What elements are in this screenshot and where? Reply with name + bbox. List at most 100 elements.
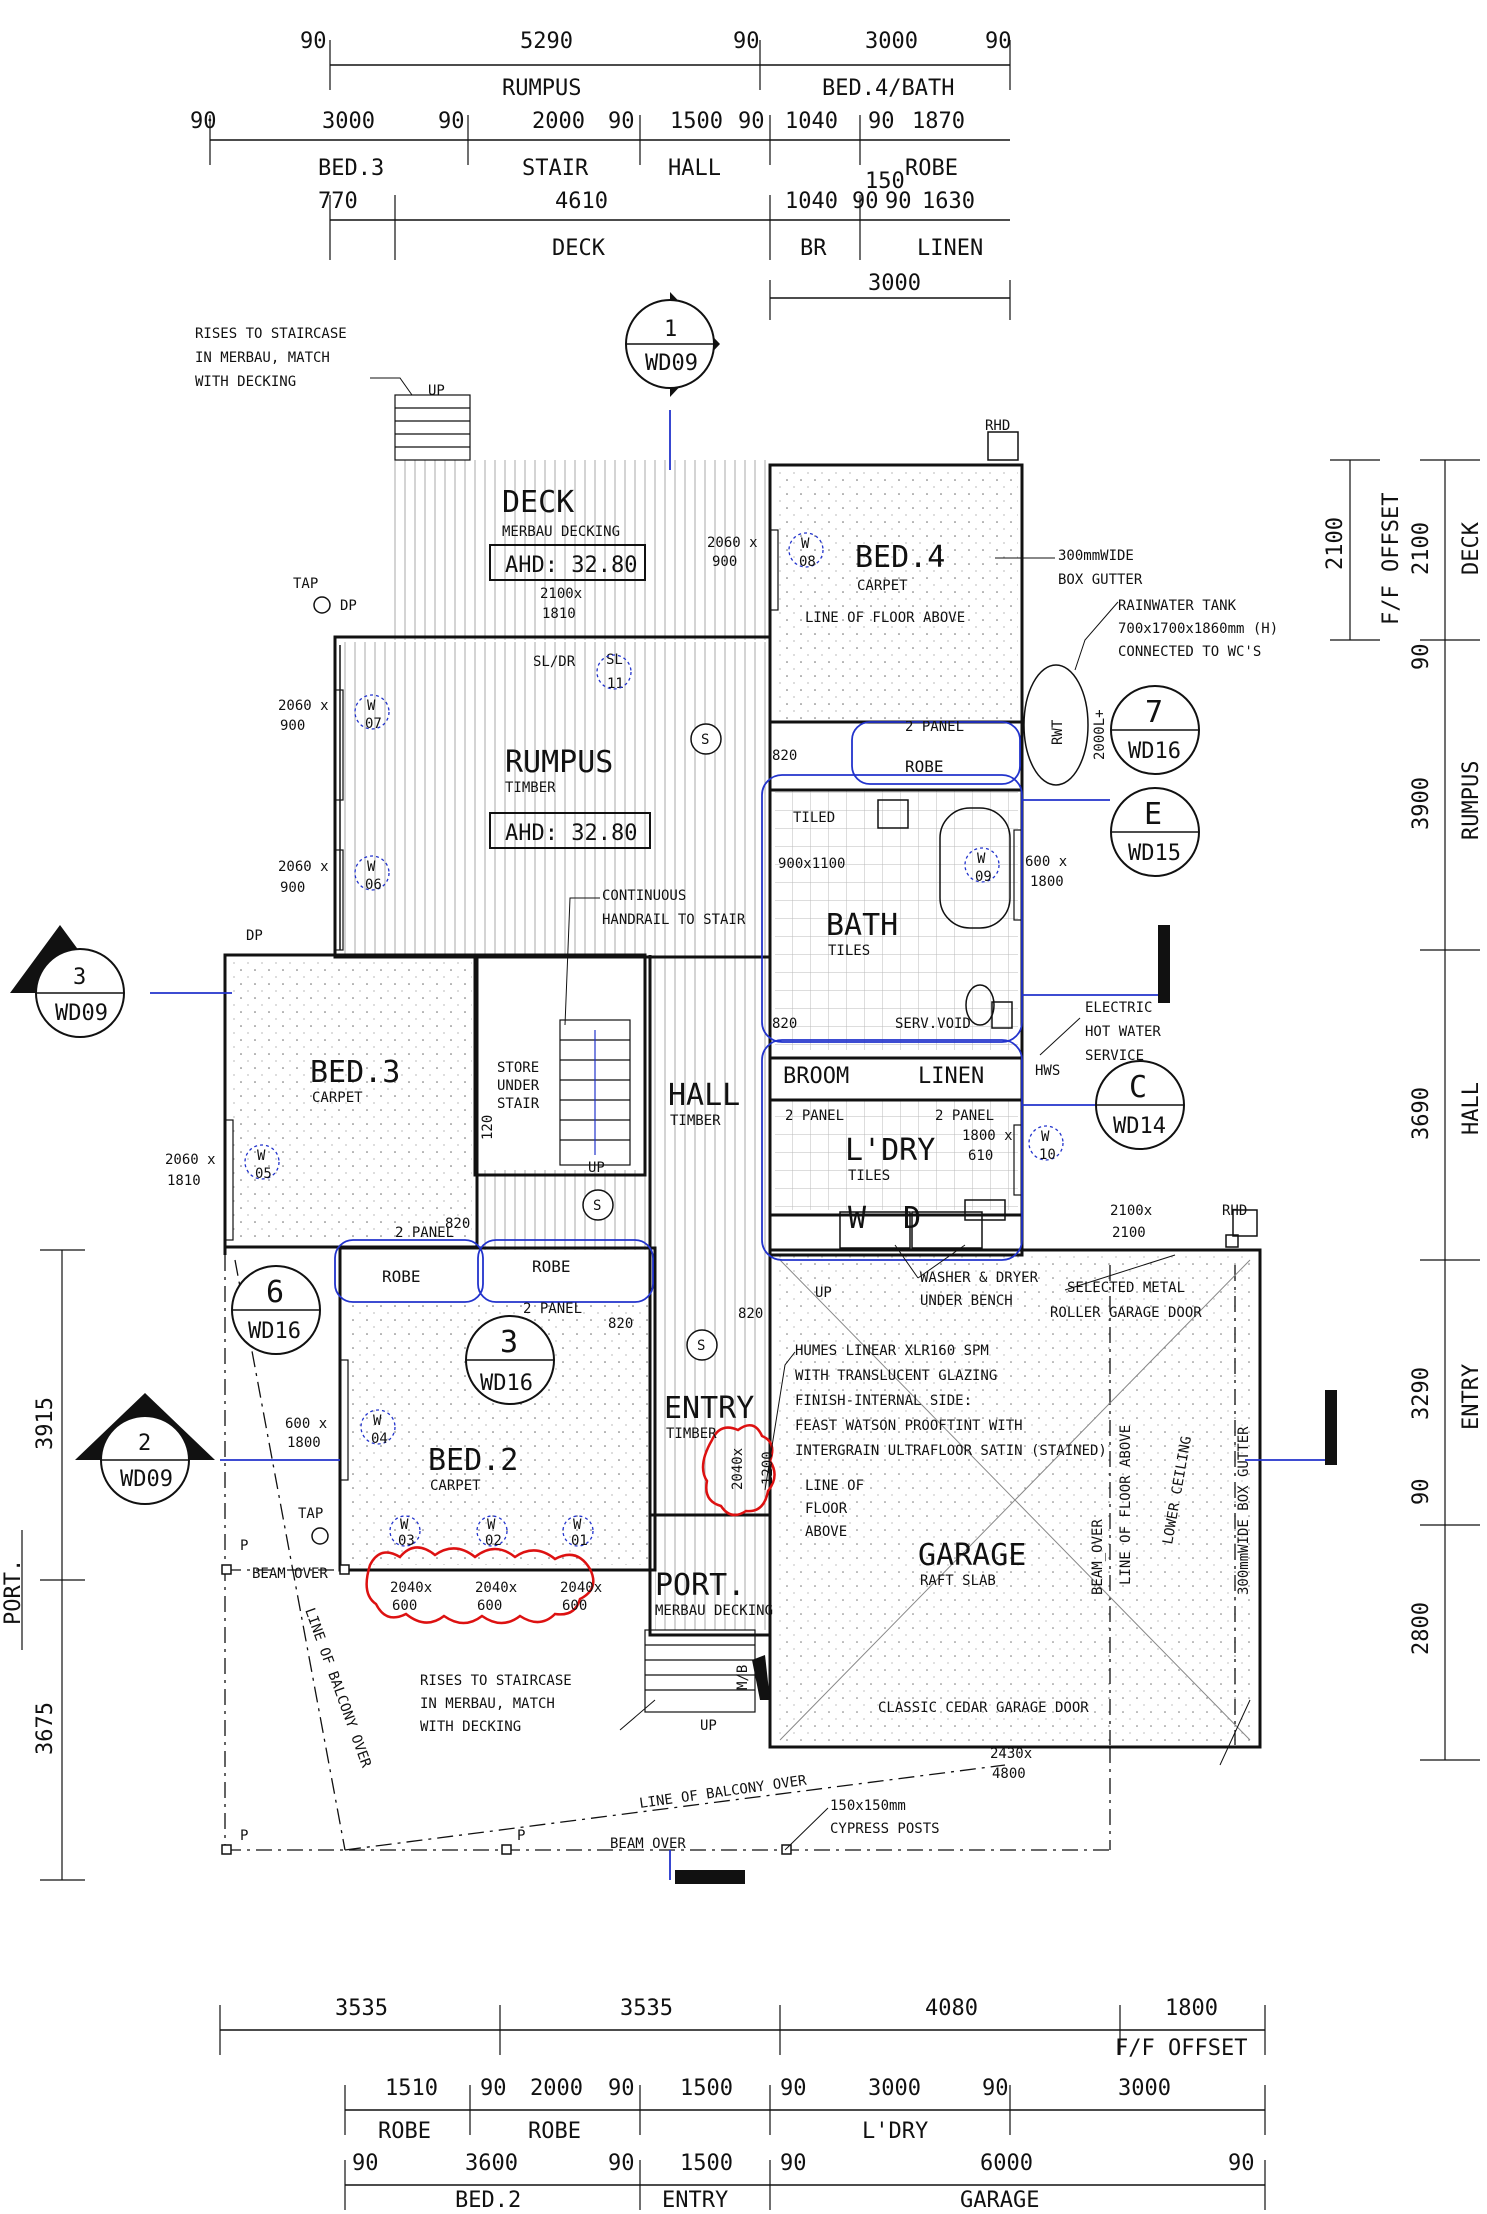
top-dimension-text: 90 5290 90 3000 90 RUMPUS BED.4/BATH 90 …	[190, 29, 1012, 296]
floor-fills	[232, 460, 1255, 1742]
dim-label: BED.3	[318, 156, 384, 181]
dim-value: 2100	[1323, 517, 1348, 570]
left-dimensions	[21, 1249, 85, 1881]
right-dimensions	[1330, 459, 1480, 1761]
hall-floor	[650, 954, 770, 1514]
note-stair-bottom: WITH DECKING	[420, 1719, 521, 1735]
dim-value: 150	[865, 169, 905, 194]
ahd-deck: AHD: 32.80	[505, 553, 637, 578]
svg-text:01: 01	[571, 1533, 588, 1549]
dim-value: 90	[608, 2151, 635, 2176]
svg-text:07: 07	[365, 716, 382, 732]
note-humes: HUMES LINEAR XLR160 SPM	[795, 1343, 989, 1359]
dim-label: DECK	[1459, 521, 1484, 575]
tiled-label: TILED	[793, 810, 835, 826]
note-cedar: CLASSIC CEDAR GARAGE DOOR	[878, 1700, 1089, 1716]
svg-text:C: C	[1129, 1070, 1147, 1105]
dim-value: 5290	[520, 29, 573, 54]
dim-value: 90	[300, 29, 327, 54]
bottom-dimensions	[219, 2005, 1266, 2210]
svg-text:03: 03	[398, 1533, 415, 1549]
dim-label: GARAGE	[960, 2188, 1039, 2213]
section-markers: 1 WD09 3 WD09 2 WD09 6 WD16	[10, 292, 1200, 1505]
two-panel-label: 2 PANEL	[905, 719, 964, 735]
note-washer: UNDER BENCH	[920, 1293, 1013, 1309]
dim-value: 2100	[1409, 522, 1434, 575]
garage-door-size: 4800	[992, 1766, 1026, 1782]
svg-text:600: 600	[392, 1598, 417, 1614]
window-sills	[224, 529, 1023, 1481]
dim-value: 90	[608, 2076, 635, 2101]
note-line-of-floor: LINE OF	[805, 1478, 864, 1494]
notes: RISES TO STAIRCASE IN MERBAU, MATCH WITH…	[195, 326, 1278, 1837]
dim-value: 90	[438, 109, 465, 134]
bath-window-size: 900x1100	[778, 856, 845, 872]
note-stair-bottom: RISES TO STAIRCASE	[420, 1673, 572, 1689]
up-label: UP	[428, 383, 445, 399]
svg-text:05: 05	[255, 1166, 272, 1182]
dim-label: F/F OFFSET	[1115, 2036, 1247, 2061]
sldr-label: SL/DR	[533, 654, 576, 670]
dim-value: 3290	[1409, 1367, 1434, 1420]
svg-text:WD16: WD16	[1128, 739, 1181, 764]
smoke-detectors	[582, 723, 722, 1361]
staircases	[394, 394, 756, 1713]
dim-value: 4080	[925, 1996, 978, 2021]
n820-label: 820	[445, 1216, 470, 1232]
dim-value: 3000	[868, 271, 921, 296]
window-tag-10: W 10 1800 x 610	[962, 1125, 1064, 1164]
deck-floor	[392, 460, 770, 640]
box-gutter-vertical: 300mmWIDE BOX GUTTER	[1236, 1426, 1252, 1595]
dim-label: HALL	[1459, 1082, 1484, 1135]
svg-text:3: 3	[500, 1325, 518, 1360]
svg-text:7: 7	[1145, 695, 1163, 730]
smoke-label: S	[701, 732, 709, 748]
note-line-of-floor: FLOOR	[805, 1501, 848, 1517]
garage-rhd-size: 2100	[1112, 1225, 1146, 1241]
garage-rhd-size: 2100x	[1110, 1203, 1152, 1219]
balcony-line-label: LINE OF BALCONY OVER	[638, 1773, 808, 1812]
dim-value: 90	[608, 109, 635, 134]
note-humes: FEAST WATSON PROOFTINT WITH	[795, 1418, 1023, 1434]
svg-text:W: W	[367, 698, 376, 714]
dim-label: LINEN	[917, 236, 983, 261]
room-sub-port: MERBAU DECKING	[655, 1603, 773, 1619]
robe-label: ROBE	[905, 757, 944, 776]
room-name-deck: DECK	[502, 485, 574, 520]
section-marker-3-wd16: 3 WD16	[465, 1315, 555, 1405]
svg-text:W: W	[367, 859, 376, 875]
ldry-floor	[775, 1100, 1018, 1210]
rwt-label: RWT	[1050, 719, 1066, 745]
dim-value: 90	[985, 29, 1012, 54]
p-label: P	[240, 1538, 248, 1554]
left-dimension-text: 3915 3675 PORT.	[1, 1397, 58, 1755]
line-floor-above-vertical: LINE OF FLOOR ABOVE	[1118, 1425, 1134, 1585]
section-marker-3-wd09: 3 WD09	[10, 925, 125, 1038]
room-sub-hall: TIMBER	[670, 1113, 721, 1129]
note-washer: WASHER & DRYER	[920, 1270, 1039, 1286]
dim-value: 1500	[680, 2151, 733, 2176]
svg-text:10: 10	[1039, 1147, 1056, 1163]
bath-floor	[775, 790, 1018, 1050]
room-sub-rumpus: TIMBER	[505, 780, 556, 796]
tap-label: TAP	[298, 1506, 323, 1522]
dim-label: ROBE	[905, 156, 958, 181]
n820-label: 820	[608, 1316, 633, 1332]
up-label: UP	[700, 1718, 717, 1734]
dim-value: 90	[352, 2151, 379, 2176]
svg-text:900: 900	[280, 718, 305, 734]
note-cypress: CYPRESS POSTS	[830, 1821, 940, 1837]
dim-value: 3535	[335, 1996, 388, 2021]
n820-label: 820	[772, 1016, 797, 1032]
svg-text:WD15: WD15	[1128, 841, 1181, 866]
svg-text:WD09: WD09	[645, 351, 698, 376]
section-marker-c-wd14: C WD14	[1095, 1060, 1185, 1150]
svg-text:W: W	[1041, 1129, 1050, 1145]
room-name-bath: BATH	[826, 908, 898, 943]
dim-value: 1500	[670, 109, 723, 134]
smoke-detector-labels: S S S	[593, 732, 709, 1354]
svg-text:2040x: 2040x	[475, 1580, 517, 1596]
svg-text:E: E	[1144, 797, 1162, 832]
dim-label: DECK	[552, 236, 606, 261]
window-tag-08: W 08 2060 x 900	[707, 532, 824, 570]
